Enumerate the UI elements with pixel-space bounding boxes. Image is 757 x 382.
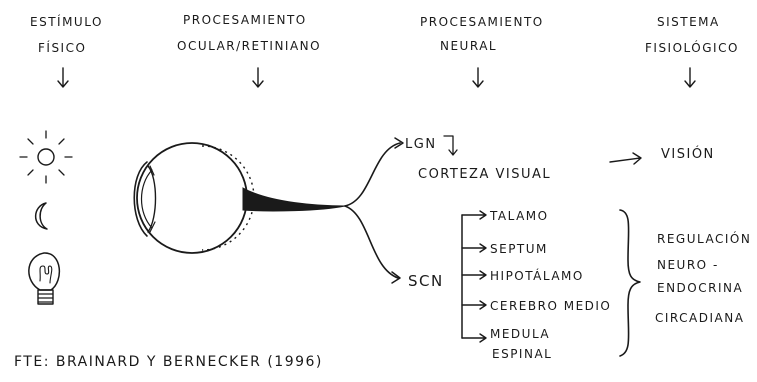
result-line-1: REGULACIÓN — [657, 231, 751, 246]
target-hipotalamo: HIPOTÁLAMO — [490, 268, 584, 283]
arrow-medula — [462, 334, 486, 342]
header-sistema-line1: SISTEMA — [657, 15, 720, 29]
branch-to-scn — [345, 206, 398, 278]
grouping-brace — [620, 210, 640, 356]
optic-nerve — [243, 188, 345, 211]
header-sistema-fisiologico: SISTEMA FISIOLÓGICO — [645, 15, 739, 87]
result-line-4: CIRCADIANA — [655, 311, 744, 325]
target-espinal: ESPINAL — [492, 347, 552, 361]
header-arrow-down-4 — [685, 68, 695, 87]
lightbulb-icon — [29, 253, 60, 304]
vision-label: VISIÓN — [661, 146, 715, 162]
header-neural-line2: NEURAL — [440, 39, 497, 53]
sun-icon — [20, 131, 72, 183]
branch-to-lgn — [345, 143, 400, 206]
source-citation: FTE: BRAINARD Y BERNECKER (1996) — [14, 354, 323, 370]
header-estimulo-fisico: ESTÍMULO FÍSICO — [30, 14, 103, 87]
corteza-visual-label: CORTEZA VISUAL — [418, 167, 551, 182]
header-neural-line1: PROCESAMIENTO — [420, 15, 544, 29]
lgn-label: LGN — [405, 137, 437, 152]
moon-icon — [36, 203, 47, 229]
header-sistema-line2: FISIOLÓGICO — [645, 40, 739, 55]
target-cerebro-medio: CEREBRO MEDIO — [490, 299, 611, 313]
target-talamo: TALAMO — [489, 209, 549, 223]
header-estimulo-line1: ESTÍMULO — [30, 14, 103, 29]
header-arrow-down-2 — [253, 68, 263, 87]
arrow-cerebro-medio — [462, 301, 486, 309]
target-septum: SEPTUM — [490, 242, 548, 256]
arrow-talamo — [462, 211, 486, 219]
arrow-septum — [462, 244, 486, 252]
eye-icon — [134, 143, 254, 253]
scn-label: SCN — [408, 272, 444, 290]
header-procesamiento-ocular: PROCESAMIENTO OCULAR/RETINIANO — [177, 13, 321, 87]
arrow-hipotalamo — [462, 271, 486, 279]
target-medula: MEDULA — [490, 327, 550, 341]
lgn-down-arrow — [444, 136, 457, 155]
header-arrow-down-3 — [473, 68, 483, 87]
header-ocular-line1: PROCESAMIENTO — [183, 13, 307, 27]
header-estimulo-line2: FÍSICO — [38, 40, 86, 55]
header-arrow-down-1 — [58, 68, 68, 87]
result-line-3: ENDOCRINA — [657, 281, 743, 295]
header-ocular-line2: OCULAR/RETINIANO — [177, 39, 321, 53]
result-line-2: NEURO - — [657, 258, 719, 272]
arrow-to-vision — [610, 153, 641, 164]
header-procesamiento-neural: PROCESAMIENTO NEURAL — [420, 15, 544, 87]
